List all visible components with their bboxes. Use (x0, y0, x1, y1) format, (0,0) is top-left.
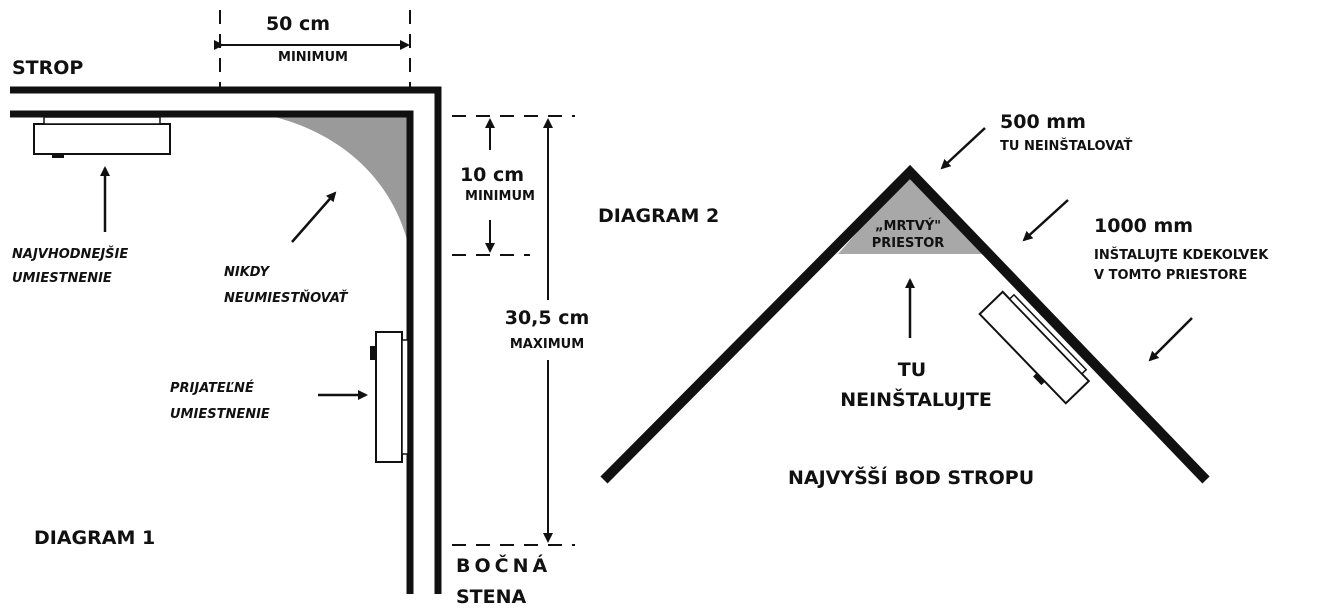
wall-device-knob (370, 346, 376, 360)
dead-label-1: „MRTVÝ" (875, 218, 941, 234)
peak-arrow (940, 127, 986, 170)
wall-label-1: BOČNÁ (456, 553, 551, 577)
ok-label-2: UMIESTNENIE (170, 407, 270, 422)
gap-note: MINIMUM (465, 189, 535, 204)
ceiling-device-mount (43, 116, 161, 125)
width-note: MINIMUM (278, 50, 348, 65)
side-note-2: V TOMTO PRIESTORE (1094, 268, 1247, 283)
ceiling-label: STROP (12, 57, 83, 79)
wall-device-mount (401, 339, 409, 455)
no-install-label-2: NEINŠTALUJTE (840, 387, 992, 411)
wall-label-2: STENA (456, 586, 527, 608)
ceiling-wall-inner (10, 110, 414, 594)
width-value: 50 cm (266, 13, 330, 35)
peak-value: 500 mm (1000, 111, 1086, 133)
ceiling-device-knob (52, 154, 64, 158)
never-label-1: NIKDY (224, 265, 271, 280)
side-arrow-1 (1022, 199, 1069, 242)
dead-space-area (838, 172, 982, 254)
ceiling-wall-outer (10, 86, 442, 594)
side-note-1: INŠTALUJTE KDEKOĽVEK (1094, 247, 1269, 263)
sloped-device (978, 290, 1091, 405)
dead-label-2: PRIESTOR (872, 236, 945, 251)
dead-zone-corner (262, 114, 410, 252)
best-label-1: NAJVHODNEJŠIE (12, 246, 128, 262)
diagram-1: 50 cm MINIMUM STROP NAJVHODNEJŠIE UMIEST… (10, 10, 589, 608)
no-install-label-1: TU (898, 359, 926, 381)
ok-label-1: PRIJATEĽNÉ (170, 380, 254, 396)
ceiling-device (33, 123, 171, 155)
never-arrow (291, 191, 337, 243)
range-value: 30,5 cm (505, 307, 590, 329)
diagram-2: DIAGRAM 2 „MRTVÝ" PRIESTOR 500 mm TU NEI… (598, 111, 1269, 489)
best-label-2: UMIESTNENIE (12, 271, 112, 286)
gap-value: 10 cm (460, 164, 524, 186)
peak-label: NAJVYŠŠÍ BOD STROPU (788, 465, 1034, 489)
peak-note: TU NEINŠTALOVAŤ (1000, 138, 1132, 154)
side-value: 1000 mm (1094, 215, 1193, 237)
roof-line (600, 164, 1210, 484)
wall-device (375, 331, 403, 463)
range-note: MAXIMUM (510, 337, 584, 352)
never-label-2: NEUMIESTŇOVAŤ (224, 290, 349, 306)
side-arrow-2 (1148, 317, 1193, 362)
diagram-1-title: DIAGRAM 1 (34, 527, 155, 549)
diagram-2-title: DIAGRAM 2 (598, 205, 719, 227)
